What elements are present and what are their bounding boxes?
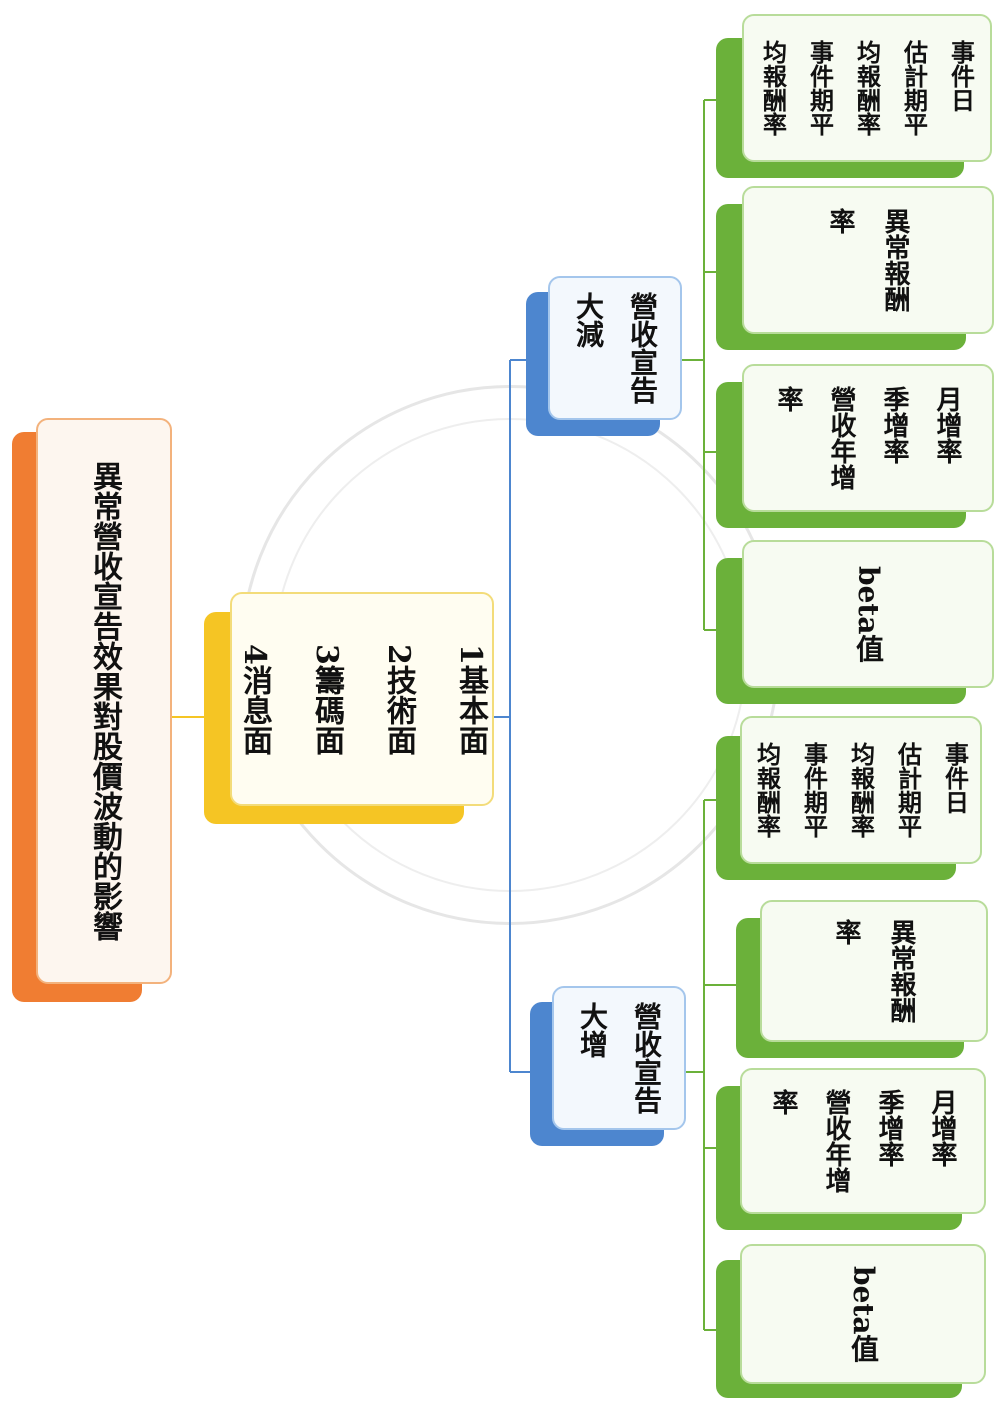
branch-increase-node: 營收宣告 大增 [530,986,690,1146]
branch-increase-line-1: 營收宣告 [630,1002,663,1114]
leaf-line: 均報酬率 [852,40,882,136]
decrease-leaf-event-returns: 事件日 估計期平 均報酬率 事件期平 均報酬率 [716,14,992,178]
leaf-line: 月增率 [932,386,962,464]
increase-leaf-abnormal-return: 異常報酬 率 [736,900,988,1058]
decrease-leaf-growth-rates: 月增率 季增率 營收年增 率 [716,364,994,528]
root-line: 異常營收宣告效果對股價波動的影響 [87,461,122,941]
leaf-line: 營收年增 [826,386,856,490]
root-label: 異常營收宣告效果對股價波動的影響 [82,461,126,941]
branch-decrease-label: 營收宣告 大減 [568,292,662,404]
leaf-line: 異常報酬 [880,208,910,312]
leaf-line: 率 [773,386,803,412]
branch-decrease-line-1: 營收宣告 [626,292,659,404]
factors-label: 1基本面 2技術面 3籌碼面 4消息面 [232,644,492,755]
leaf-line: 事件日 [946,40,976,112]
branch-decrease-node: 營收宣告 大減 [526,276,686,436]
leaf-line: 估計期平 [893,742,923,838]
factors-node: 1基本面 2技術面 3籌碼面 4消息面 [204,592,494,824]
branch-decrease-line-2: 大減 [572,292,605,348]
branch-increase-line-2: 大增 [576,1002,609,1058]
leaf-line: 營收年增 [821,1089,851,1193]
leaf-line: 季增率 [874,1089,904,1167]
leaf-line: 均報酬率 [846,742,876,838]
leaf-line: 率 [825,208,855,234]
leaf-line: 事件日 [940,742,970,814]
increase-leaf-event-returns: 事件日 估計期平 均報酬率 事件期平 均報酬率 [716,716,982,880]
leaf-line: 均報酬率 [758,40,788,136]
leaf-line: 事件期平 [799,742,829,838]
factor-chips: 3籌碼面 [309,643,344,755]
branch-increase-label: 營收宣告 大增 [572,1002,666,1114]
leaf-line: beta值 [852,565,885,663]
leaf-line: beta值 [847,1265,880,1363]
root-node: 異常營收宣告效果對股價波動的影響 [12,418,172,1002]
factor-technical: 2技術面 [381,643,416,755]
increase-leaf-beta: beta值 [716,1244,986,1398]
leaf-line: 率 [768,1089,798,1115]
factor-fundamental: 1基本面 [453,643,488,755]
leaf-line: 估計期平 [899,40,929,136]
increase-leaf-growth-rates: 月增率 季增率 營收年增 率 [716,1068,986,1230]
factor-news: 4消息面 [237,643,272,755]
leaf-line: 異常報酬 [886,919,916,1023]
leaf-line: 月增率 [927,1089,957,1167]
leaf-line: 事件期平 [805,40,835,136]
leaf-line: 率 [831,919,861,945]
leaf-line: 季增率 [879,386,909,464]
leaf-line: 均報酬率 [752,742,782,838]
decrease-leaf-beta: beta值 [716,540,994,704]
decrease-leaf-abnormal-return: 異常報酬 率 [716,186,994,350]
